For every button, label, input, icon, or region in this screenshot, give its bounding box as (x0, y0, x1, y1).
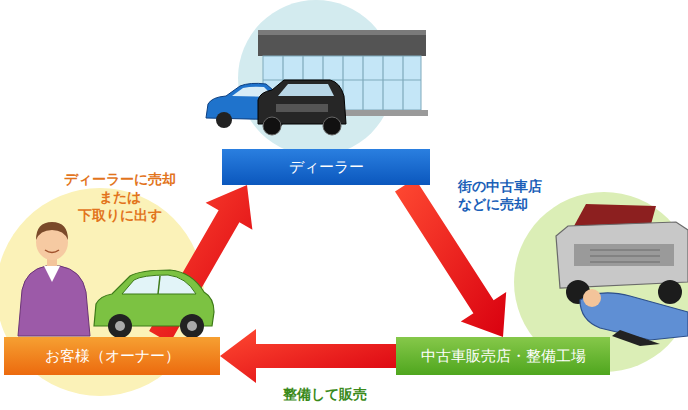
building-roof (258, 30, 426, 56)
node-text: お客様（オーナー） (45, 347, 180, 366)
roof-edge (258, 30, 426, 35)
edge-label: ディーラーに売却 または 下取りに出す (60, 171, 180, 225)
black-suv (258, 80, 346, 135)
suv-grille (276, 104, 328, 112)
suv-window (278, 84, 334, 96)
hubcap (187, 321, 197, 331)
wheel (658, 280, 682, 304)
car-front (574, 244, 674, 266)
wheel (323, 117, 341, 135)
wheel (180, 314, 204, 338)
wheel (263, 117, 281, 135)
node-text: 中古車販売店・整備工場 (421, 347, 586, 366)
wheel (108, 314, 132, 338)
dealer-box: ディーラー (222, 149, 430, 185)
grille-lines (590, 250, 660, 262)
man-collar (44, 266, 60, 282)
window-pillar (158, 276, 160, 294)
hubcap (115, 321, 125, 331)
flow-arrow (220, 329, 396, 383)
edge-label: 整備して販売 (250, 386, 400, 404)
man-hair (36, 222, 68, 240)
man-sweater (18, 266, 90, 336)
frame (362, 56, 363, 110)
man-smile (45, 250, 59, 253)
mechanic-shoe (612, 330, 660, 346)
grille-line (590, 262, 660, 263)
shop-box: 中古車販売店・整備工場 (396, 337, 610, 375)
mechanic-scene (556, 204, 688, 346)
mechanic-head (583, 289, 601, 307)
grille-line (590, 256, 660, 257)
car-window (122, 275, 196, 294)
frame (382, 56, 383, 110)
grille-line (590, 250, 660, 251)
green-car (94, 270, 214, 338)
frame (402, 56, 403, 110)
wheel (216, 112, 232, 128)
edge-label: 街の中古車店 などに売却 (458, 178, 568, 214)
node-text: ディーラー (289, 158, 364, 177)
customer-man (18, 222, 90, 336)
customer-box: お客様（オーナー） (4, 337, 220, 375)
lifted-car (556, 222, 688, 288)
